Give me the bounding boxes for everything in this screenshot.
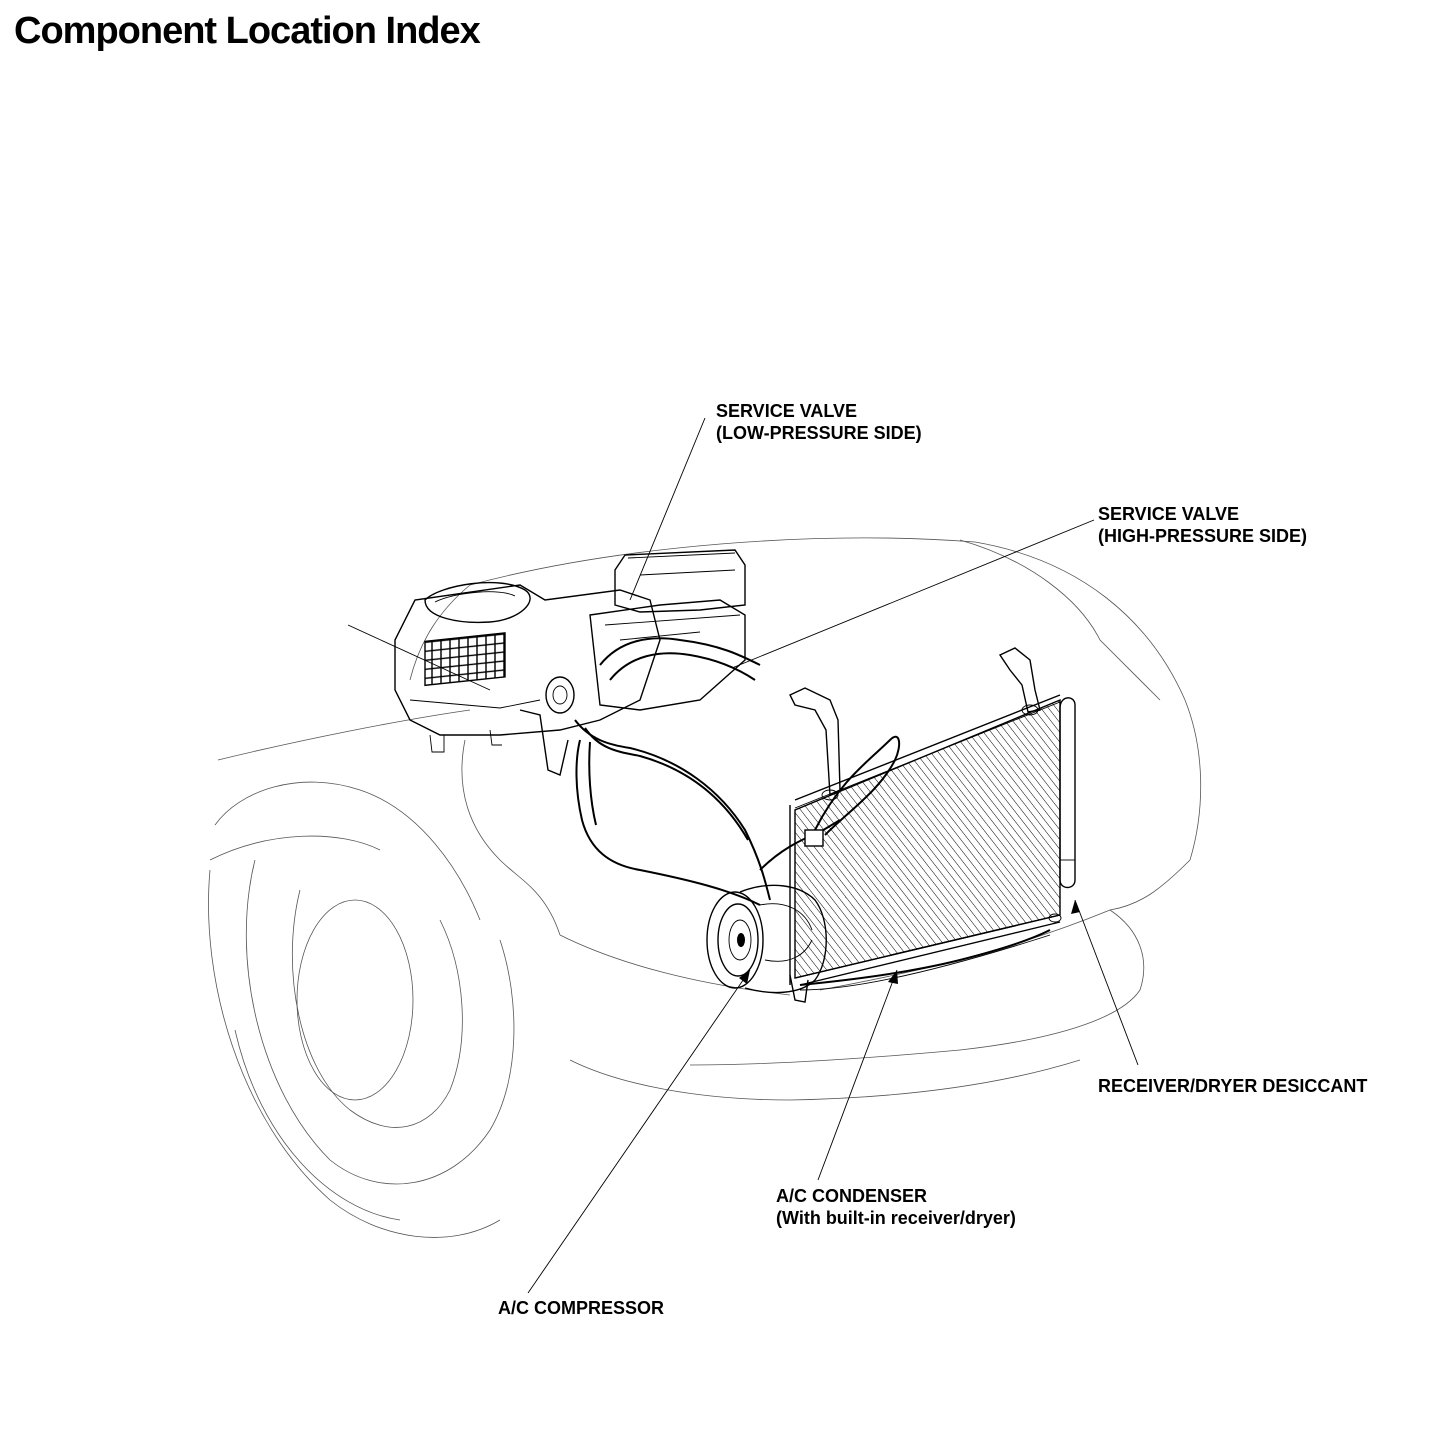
callout-line: A/C CONDENSER [776, 1186, 928, 1206]
callout-line: (LOW-PRESSURE SIDE) [716, 423, 922, 443]
callout-service-valve-low-pressure: SERVICE VALVE (LOW-PRESSURE SIDE) [716, 400, 922, 444]
hvac-unit [394, 549, 746, 776]
callout-line: SERVICE VALVE [1098, 504, 1240, 524]
callout-receiver-dryer-desiccant: RECEIVER/DRYER DESICCANT [1098, 1075, 1367, 1097]
callout-ac-compressor: A/C COMPRESSOR [498, 1297, 664, 1319]
callout-ac-condenser: A/C CONDENSER (With built-in receiver/dr… [776, 1185, 1016, 1229]
callout-service-valve-high-pressure: SERVICE VALVE (HIGH-PRESSURE SIDE) [1098, 503, 1307, 547]
callout-line: A/C COMPRESSOR [498, 1298, 665, 1318]
leader-lines [347, 417, 1139, 1294]
callout-line: RECEIVER/DRYER DESICCANT [1098, 1076, 1368, 1096]
leader-arrowheads [739, 900, 1080, 984]
refrigerant-lines [574, 637, 1051, 991]
callout-line: (With built-in receiver/dryer) [776, 1208, 1016, 1228]
page-title: Component Location Index [14, 10, 481, 52]
callout-line: (HIGH-PRESSURE SIDE) [1098, 526, 1308, 546]
callout-line: SERVICE VALVE [716, 401, 858, 421]
ac-condenser [789, 647, 1076, 986]
vehicle-body-outline [208, 537, 1202, 1238]
